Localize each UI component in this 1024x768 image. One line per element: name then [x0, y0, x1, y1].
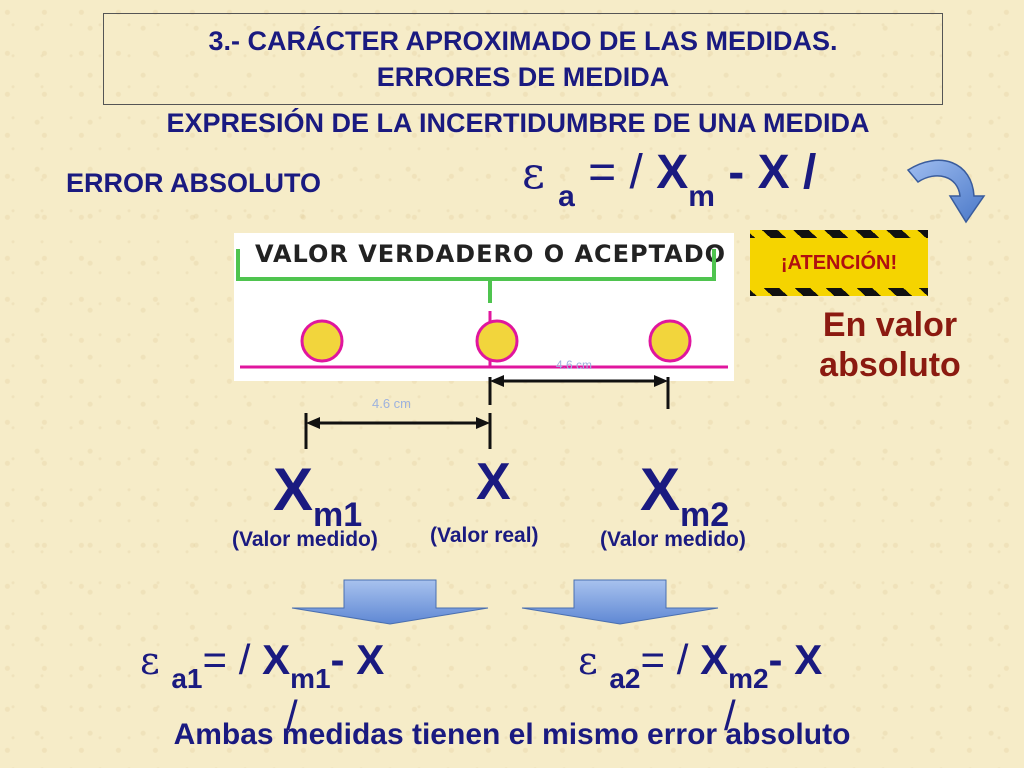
title-line-1: 3.- CARÁCTER APROXIMADO DE LAS MEDIDAS. — [208, 26, 838, 56]
formula-2-x: X — [700, 636, 729, 683]
formula-2-xsub: m2 — [728, 663, 769, 694]
caption-real: (Valor real) — [430, 524, 539, 547]
epsilon-symbol-1: ε — [140, 639, 160, 683]
formula-x: X — [656, 146, 689, 199]
formula-1-eq: = / — [202, 636, 251, 683]
title-box: 3.- CARÁCTER APROXIMADO DE LAS MEDIDAS. … — [103, 13, 943, 105]
epsilon-symbol-2: ε — [578, 639, 598, 683]
formula-2-eq: = / — [640, 636, 689, 683]
formula-equals: = / — [588, 146, 643, 199]
formula-sub-m: m — [688, 180, 715, 213]
photo-header: VALOR VERDADERO O ACEPTADO — [255, 240, 727, 268]
formula-error-2: ε a2= / Xm2- X — [578, 636, 823, 694]
label-xm2-sub: m2 — [680, 496, 730, 534]
down-arrow-left-icon — [291, 579, 489, 625]
formula-1-closing-slash: / — [286, 692, 298, 739]
formula-1-xsub: m1 — [290, 663, 331, 694]
measurement-diagram — [236, 249, 728, 369]
formula-2-closing-slash: / — [724, 692, 736, 739]
error-absoluto-label: ERROR ABSOLUTO — [66, 168, 322, 198]
label-xm2-x: X — [640, 456, 681, 523]
main-formula: ε a = / Xm - X / — [522, 145, 817, 213]
distance-arrows — [304, 375, 670, 449]
distance-label-right: 4.6 cm — [556, 358, 593, 372]
note-line-1: En valor — [822, 306, 958, 344]
formula-sub-a: a — [558, 180, 575, 213]
epsilon-symbol: ε — [522, 148, 545, 199]
conclusion-text: Ambas medidas tienen el mismo error abso… — [173, 718, 851, 751]
curved-arrow-icon — [906, 159, 986, 224]
note-line-2: absoluto — [819, 346, 961, 384]
formula-2-sub: a2 — [609, 663, 641, 694]
formula-1-x: X — [262, 636, 291, 683]
distance-label-left: 4.6 cm — [372, 396, 412, 411]
label-x-real: X — [476, 453, 511, 511]
formula-1-sub: a1 — [171, 663, 203, 694]
formula-error-1: ε a1= / Xm1- X — [140, 636, 385, 694]
formula-minus-x: - X / — [728, 146, 817, 199]
down-arrow-right-icon — [521, 579, 719, 625]
formula-1-tail: - X — [330, 636, 385, 683]
absolute-value-note: En valor absoluto — [800, 305, 980, 385]
label-xm2: Xm2 — [640, 455, 729, 534]
subtitle: EXPRESIÓN DE LA INCERTIDUMBRE DE UNA MED… — [166, 108, 870, 138]
caption-measured-1: (Valor medido) — [232, 528, 378, 551]
caption-measured-2: (Valor medido) — [600, 528, 746, 551]
label-xm1: Xm1 — [273, 455, 362, 534]
attention-sign: ¡ATENCIÓN! — [750, 230, 928, 296]
label-xm1-sub: m1 — [313, 496, 363, 534]
formula-2-tail: - X — [768, 636, 823, 683]
label-xm1-x: X — [273, 456, 314, 523]
title-line-2: ERRORES DE MEDIDA — [376, 62, 670, 92]
